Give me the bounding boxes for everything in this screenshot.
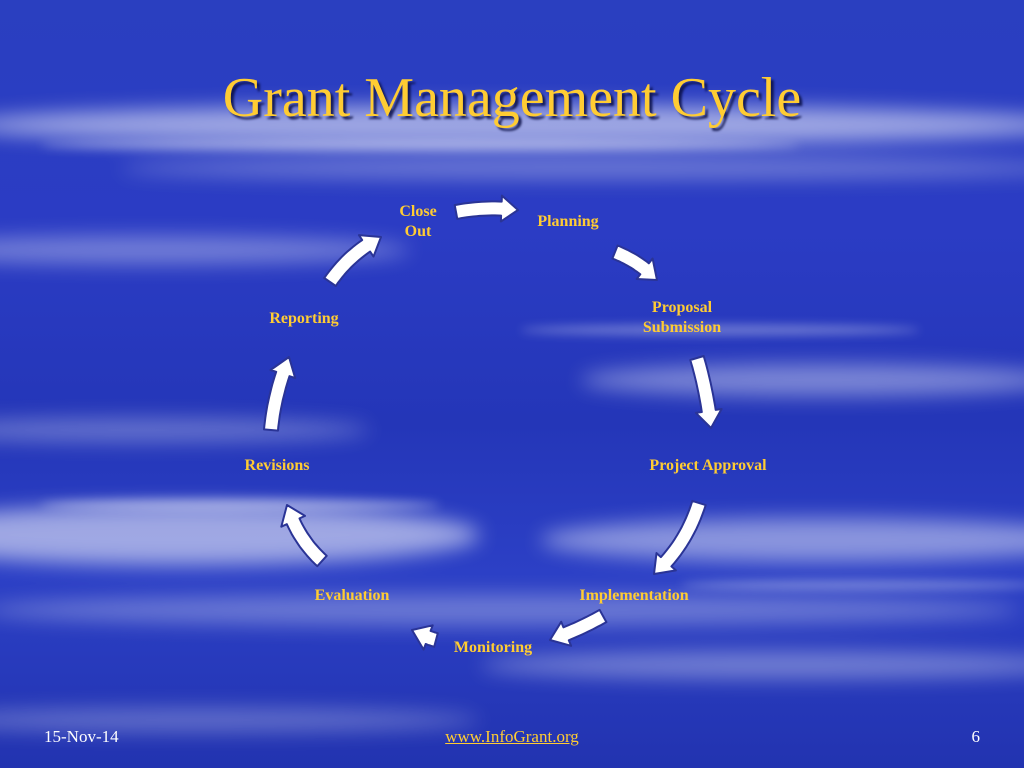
arrow-implementation-to-monitoring	[549, 608, 608, 647]
arrow-monitoring-to-evaluation	[411, 624, 439, 651]
stage-monitoring: Monitoring	[453, 639, 533, 656]
stage-evaluation: Evaluation	[314, 587, 390, 604]
footer-date: 15-Nov-14	[44, 727, 119, 746]
arrow-evaluation-to-revisions	[280, 504, 328, 568]
footer-website-link[interactable]: www.InfoGrant.org	[445, 727, 579, 746]
arrow-revisions-to-reporting	[263, 356, 297, 432]
stage-project-approval: Project Approval	[649, 457, 767, 474]
stage-revisions: Revisions	[244, 457, 310, 474]
page-number: 6	[971, 727, 981, 746]
slide-title: Grant Management Cycle	[222, 67, 802, 129]
arrow-reporting-to-close-out	[323, 234, 382, 287]
arrow-project-approval-to-implementation	[653, 499, 707, 575]
arrow-planning-to-proposal-submission	[611, 244, 658, 281]
stage-planning: Planning	[537, 213, 599, 230]
arrow-close-out-to-planning	[453, 194, 519, 223]
stage-close-out: Close Out	[399, 203, 437, 240]
stage-reporting: Reporting	[269, 310, 339, 327]
stage-implementation: Implementation	[579, 587, 689, 604]
arrow-proposal-submission-to-project-approval	[689, 355, 723, 429]
stage-proposal-submission: Proposal Submission	[642, 299, 722, 336]
